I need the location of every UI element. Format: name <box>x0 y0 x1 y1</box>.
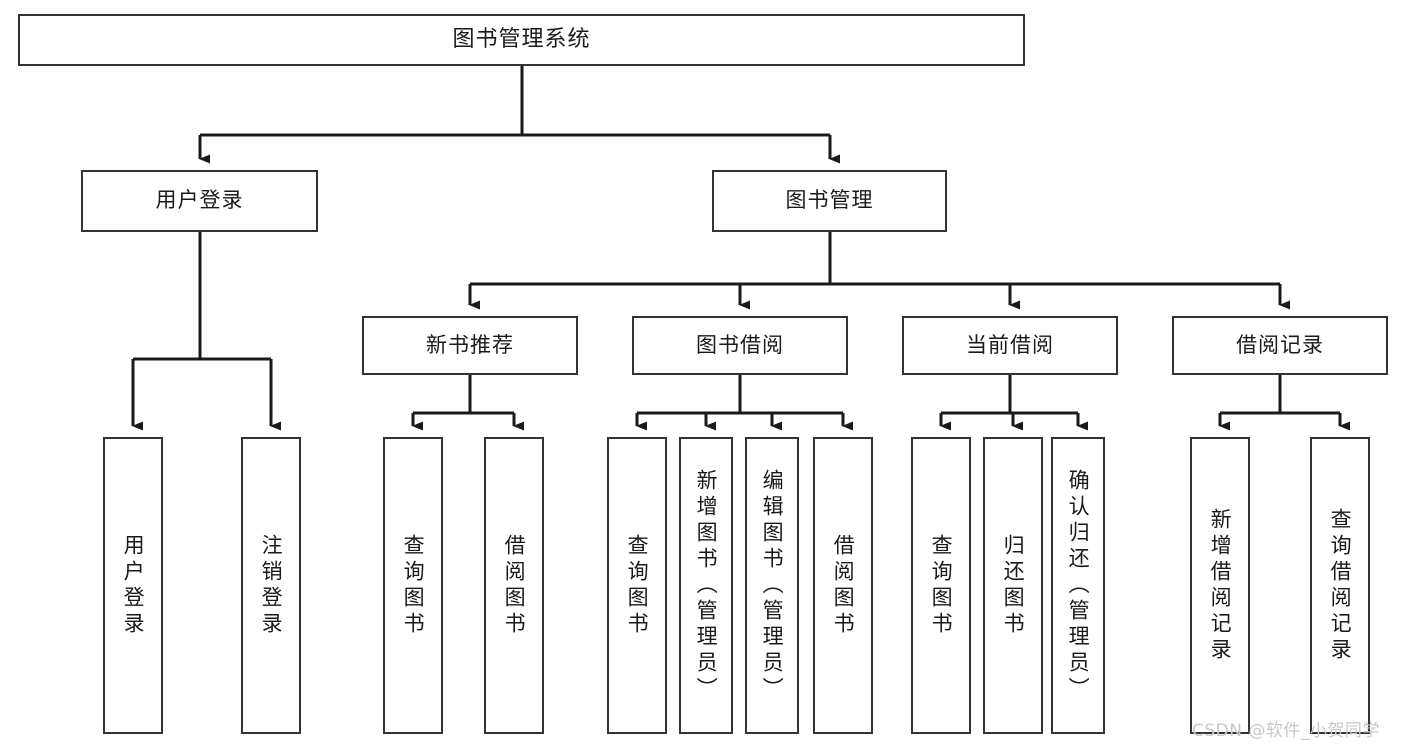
node-l2_0[interactable]: 新书推荐 <box>362 316 578 375</box>
node-leaf_11[interactable]: 新增借阅记录 <box>1190 437 1250 734</box>
node-leaf_6[interactable]: 编辑图书（管理员） <box>745 437 799 734</box>
node-label: 新书推荐 <box>426 332 514 357</box>
node-label: 新增图书（管理员） <box>694 468 719 703</box>
node-leaf_0[interactable]: 用户登录 <box>103 437 163 734</box>
edges-group <box>131 66 1350 431</box>
node-leaf_5[interactable]: 新增图书（管理员） <box>679 437 733 734</box>
node-label: 归还图书 <box>1001 533 1026 638</box>
node-l1_0[interactable]: 用户登录 <box>81 170 318 232</box>
node-label: 查询图书 <box>929 533 954 638</box>
node-label: 借阅记录 <box>1236 332 1324 357</box>
node-leaf_3[interactable]: 借阅图书 <box>484 437 544 734</box>
node-label: 图书管理系统 <box>452 26 591 52</box>
node-label: 注销登录 <box>259 533 284 638</box>
node-label: 图书借阅 <box>696 332 784 357</box>
node-label: 当前借阅 <box>966 332 1054 357</box>
node-label: 用户登录 <box>155 188 244 213</box>
node-root[interactable]: 图书管理系统 <box>18 14 1025 66</box>
node-leaf_1[interactable]: 注销登录 <box>241 437 301 734</box>
node-l1_1[interactable]: 图书管理 <box>712 170 947 232</box>
node-l2_2[interactable]: 当前借阅 <box>902 316 1118 375</box>
node-leaf_2[interactable]: 查询图书 <box>383 437 443 734</box>
node-label: 借阅图书 <box>502 533 527 638</box>
node-leaf_12[interactable]: 查询借阅记录 <box>1310 437 1370 734</box>
node-label: 新增借阅记录 <box>1208 507 1233 664</box>
node-l2_3[interactable]: 借阅记录 <box>1172 316 1388 375</box>
node-label: 编辑图书（管理员） <box>760 468 785 703</box>
node-label: 图书管理 <box>785 188 874 213</box>
node-label: 用户登录 <box>121 533 146 638</box>
node-label: 借阅图书 <box>831 533 856 638</box>
node-label: 确认归还（管理员） <box>1066 468 1091 703</box>
node-label: 查询图书 <box>401 533 426 638</box>
node-leaf_8[interactable]: 查询图书 <box>911 437 971 734</box>
node-leaf_9[interactable]: 归还图书 <box>983 437 1043 734</box>
node-l2_1[interactable]: 图书借阅 <box>632 316 848 375</box>
node-label: 查询图书 <box>625 533 650 638</box>
node-leaf_10[interactable]: 确认归还（管理员） <box>1051 437 1105 734</box>
node-leaf_4[interactable]: 查询图书 <box>607 437 667 734</box>
node-label: 查询借阅记录 <box>1328 507 1353 664</box>
node-leaf_7[interactable]: 借阅图书 <box>813 437 873 734</box>
csdn-watermark: CSDN @软件_小贺同学 <box>1192 721 1380 741</box>
